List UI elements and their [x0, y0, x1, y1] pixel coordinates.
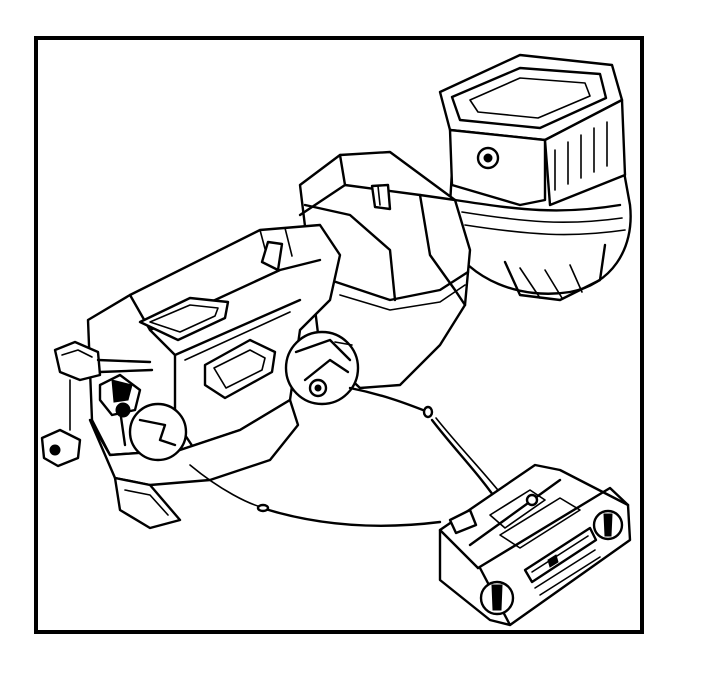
mode-door-linkage [40, 340, 188, 468]
control-knob-left [479, 580, 515, 616]
detail-callout [284, 330, 360, 406]
air-inlet-duct [438, 53, 627, 207]
floor-vent [203, 338, 277, 400]
evaporator-case [298, 150, 472, 390]
defrost-vent [138, 296, 230, 342]
lower-duct [88, 398, 300, 530]
housing-flange [453, 198, 626, 236]
control-slider-panel [523, 526, 601, 596]
control-knob-right [592, 509, 624, 541]
